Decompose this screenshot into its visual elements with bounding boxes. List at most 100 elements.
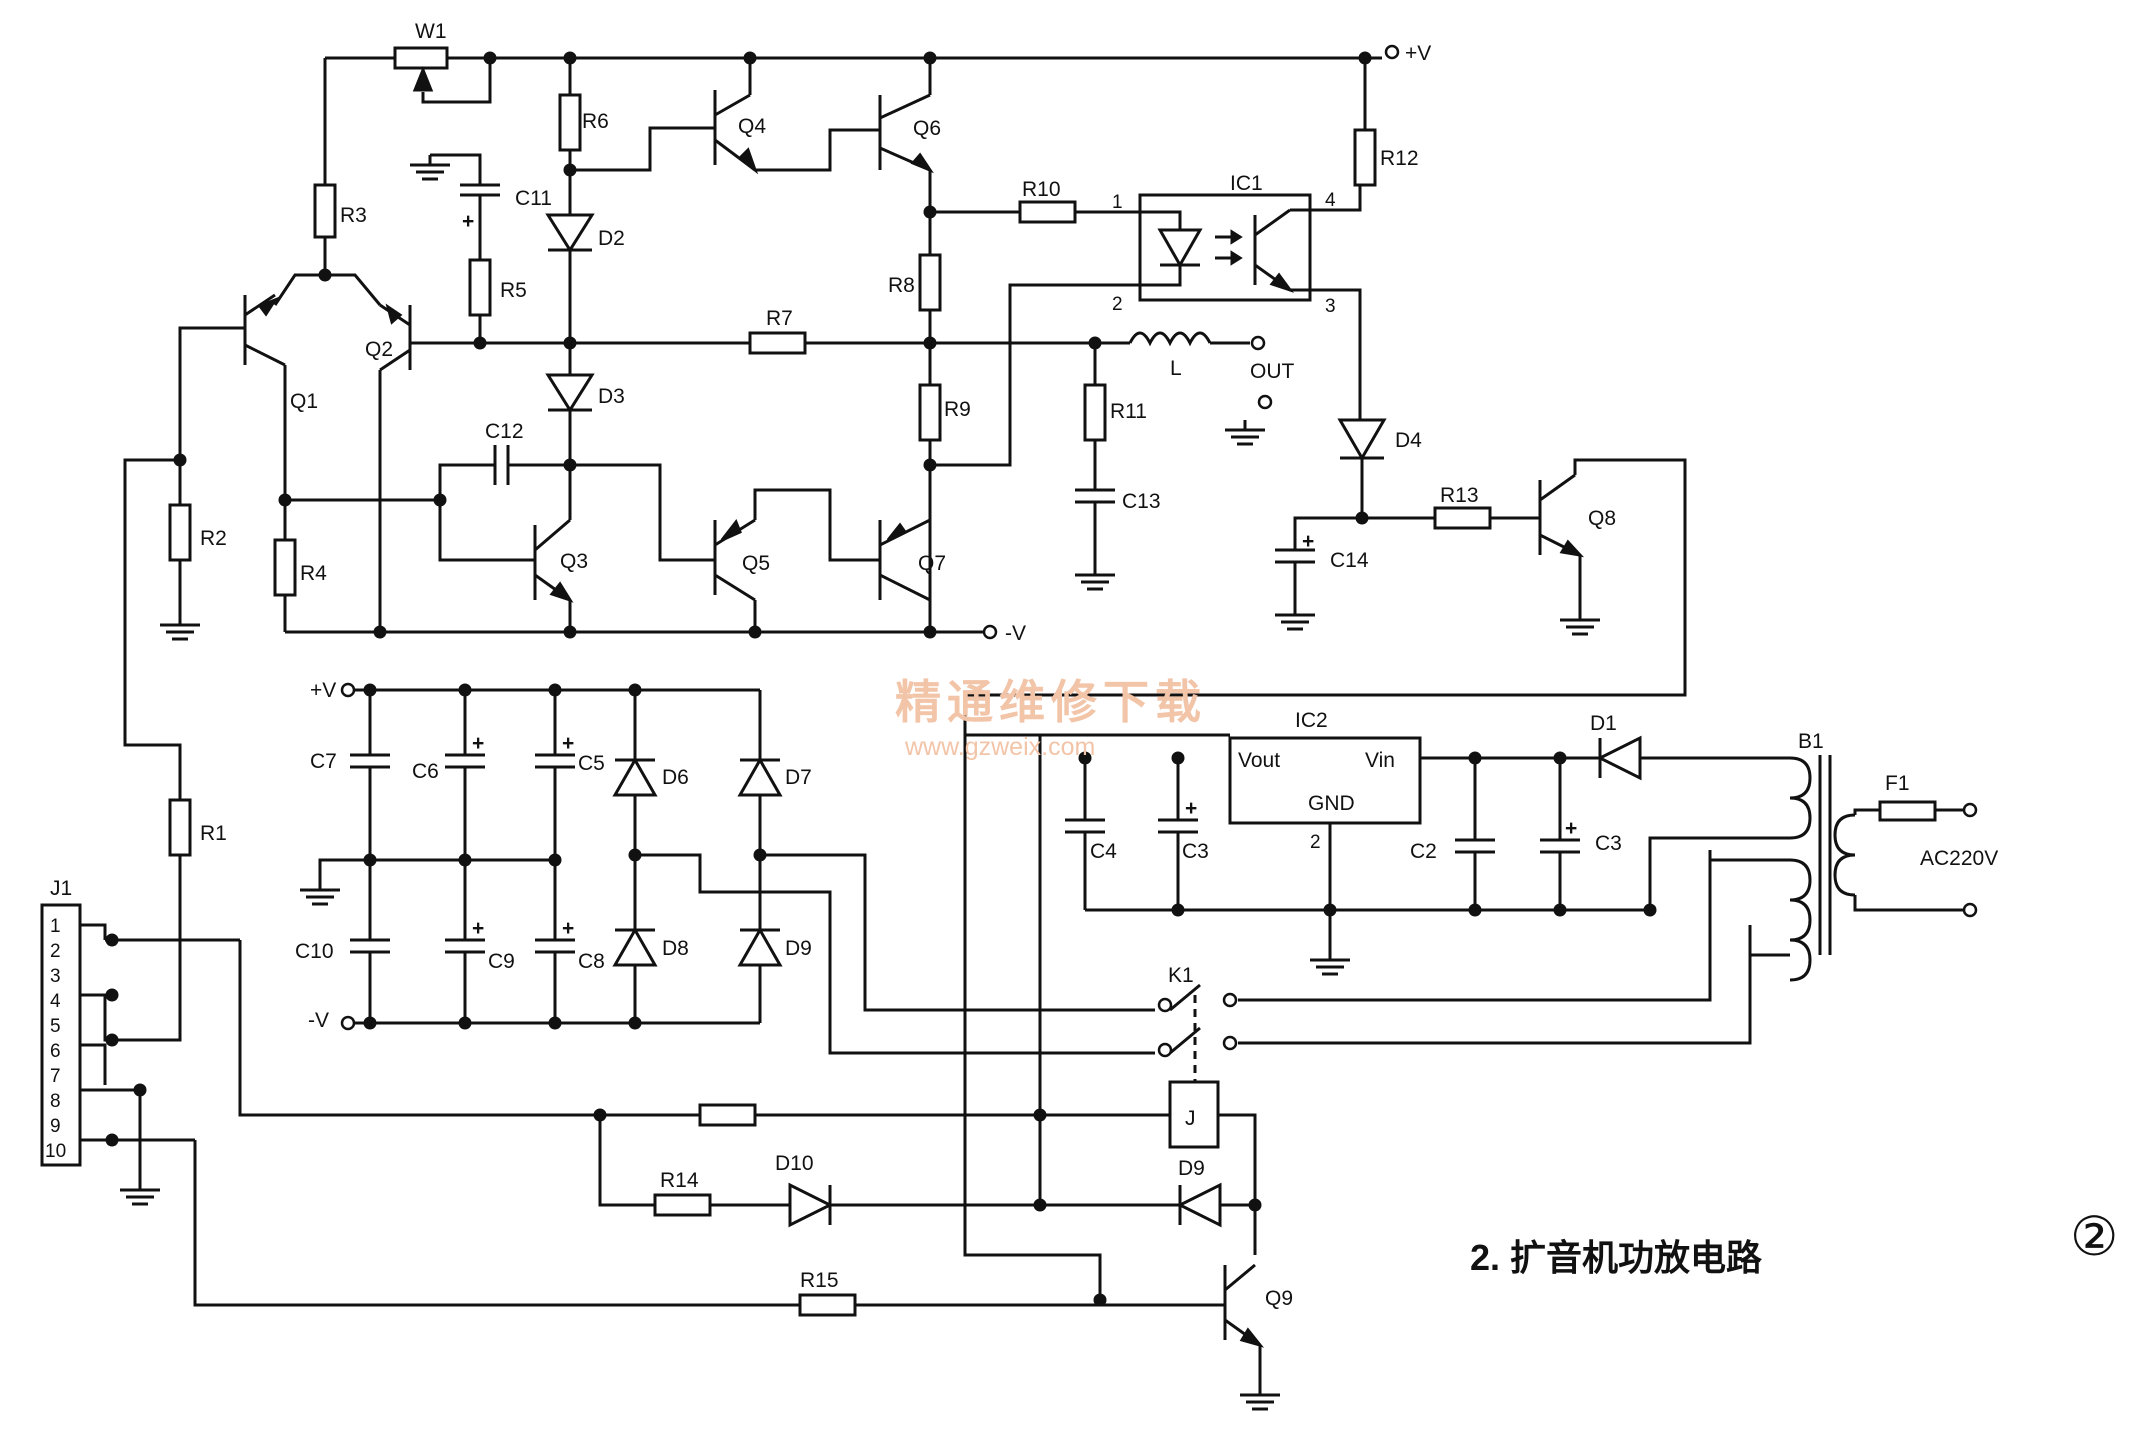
label-r4: R4 <box>300 562 327 585</box>
label-r10: R10 <box>1022 178 1061 201</box>
label-ic1-pin1: 1 <box>1112 192 1123 213</box>
label-q9: Q9 <box>1265 1287 1293 1310</box>
watermark-url: www.gzweix.com <box>904 733 1095 761</box>
label-c10: C10 <box>295 940 334 963</box>
label-c13: C13 <box>1122 490 1161 513</box>
label-c7: C7 <box>310 750 337 773</box>
svg-text:7: 7 <box>50 1066 61 1087</box>
label-r7: R7 <box>766 307 793 330</box>
label-ic2-vout: Vout <box>1238 749 1280 772</box>
label-q1: Q1 <box>290 390 318 413</box>
label-d2: D2 <box>598 227 625 250</box>
label-r9: R9 <box>944 398 971 421</box>
diagram-title: 2. 扩音机功放电路 <box>1470 1237 1763 1278</box>
figure-number: ② <box>2070 1207 2118 1267</box>
label-c3b: C3 <box>1595 832 1622 855</box>
svg-text:3: 3 <box>50 966 61 987</box>
label-ic2: IC2 <box>1295 709 1328 732</box>
label-vplus-top: +V <box>1405 42 1431 65</box>
label-c5: C5 <box>578 752 605 775</box>
label-l: L <box>1170 357 1182 380</box>
label-ic1-pin3: 3 <box>1325 296 1336 317</box>
label-r12: R12 <box>1380 147 1419 170</box>
label-c8: C8 <box>578 950 605 973</box>
svg-text:+: + <box>1302 530 1314 553</box>
label-r11: R11 <box>1110 400 1147 423</box>
label-r8: R8 <box>888 274 915 297</box>
label-q5: Q5 <box>742 552 770 575</box>
j1-pin-labels: 1 2 3 4 5 6 7 8 9 10 <box>45 916 66 1162</box>
label-ic1: IC1 <box>1230 172 1263 195</box>
label-q6: Q6 <box>913 117 941 140</box>
label-q3: Q3 <box>560 550 588 573</box>
svg-text:2: 2 <box>50 941 61 962</box>
label-c2: C2 <box>1410 840 1437 863</box>
label-r13: R13 <box>1440 484 1479 507</box>
label-r5: R5 <box>500 279 527 302</box>
label-j: J <box>1185 1107 1196 1130</box>
svg-text:+: + <box>562 917 574 940</box>
svg-text:6: 6 <box>50 1041 61 1062</box>
label-w1: W1 <box>415 20 447 43</box>
label-c11: C11 <box>515 187 552 210</box>
label-c3a: C3 <box>1182 840 1209 863</box>
label-vminus-supply: -V <box>308 1009 329 1032</box>
label-c4: C4 <box>1090 840 1117 863</box>
label-q7: Q7 <box>918 552 946 575</box>
label-r6: R6 <box>582 110 609 133</box>
svg-text:+: + <box>562 732 574 755</box>
label-q8: Q8 <box>1588 507 1616 530</box>
svg-text:8: 8 <box>50 1091 61 1112</box>
label-vminus-top: -V <box>1005 622 1026 645</box>
label-r15: R15 <box>800 1269 839 1292</box>
label-c14: C14 <box>1330 549 1369 572</box>
svg-text:10: 10 <box>45 1141 66 1162</box>
label-ic1-pin2: 2 <box>1112 294 1123 315</box>
label-ic2-gnd: GND <box>1308 792 1355 815</box>
label-ic2-pin2: 2 <box>1310 832 1321 853</box>
label-d9b: D9 <box>1178 1157 1205 1180</box>
label-d4: D4 <box>1395 429 1422 452</box>
labels: W1 +V R6 Q4 Q6 C11 R3 D2 R5 R10 1 2 3 4 … <box>50 20 1998 1310</box>
svg-text:+: + <box>462 210 474 233</box>
label-j1: J1 <box>50 877 72 900</box>
label-out: OUT <box>1250 360 1295 383</box>
label-r2: R2 <box>200 527 227 550</box>
wiring <box>40 46 1965 1385</box>
label-d9a: D9 <box>785 937 812 960</box>
svg-text:+: + <box>472 732 484 755</box>
label-q4: Q4 <box>738 115 766 138</box>
label-c6: C6 <box>412 760 439 783</box>
label-c9: C9 <box>488 950 515 973</box>
svg-text:+: + <box>1565 817 1577 840</box>
label-d6: D6 <box>662 766 689 789</box>
watermark-title: 精通维修下载 <box>895 676 1207 728</box>
terminals <box>340 44 1978 1058</box>
label-d3: D3 <box>598 385 625 408</box>
label-ic1-pin4: 4 <box>1325 190 1336 211</box>
svg-text:1: 1 <box>50 916 61 937</box>
polarity-marks: + + + + + + + + <box>462 210 1577 940</box>
label-c12: C12 <box>485 420 524 443</box>
label-r3: R3 <box>340 204 367 227</box>
svg-text:9: 9 <box>50 1116 61 1137</box>
label-q2: Q2 <box>365 338 393 361</box>
label-d10: D10 <box>775 1152 814 1175</box>
svg-text:5: 5 <box>50 1016 61 1037</box>
label-f1: F1 <box>1885 772 1910 795</box>
svg-text:4: 4 <box>50 991 61 1012</box>
label-b1: B1 <box>1798 730 1824 753</box>
svg-text:+: + <box>472 917 484 940</box>
junction-dots <box>105 51 1657 1307</box>
label-d8: D8 <box>662 937 689 960</box>
label-r1: R1 <box>200 822 227 845</box>
label-d7: D7 <box>785 766 812 789</box>
label-ic2-vin: Vin <box>1365 749 1395 772</box>
label-r14: R14 <box>660 1169 699 1192</box>
svg-text:+: + <box>1185 797 1197 820</box>
label-k1: K1 <box>1168 964 1194 987</box>
label-d1: D1 <box>1590 712 1617 735</box>
label-ac220v: AC220V <box>1920 847 1998 870</box>
label-vplus-supply: +V <box>310 679 336 702</box>
